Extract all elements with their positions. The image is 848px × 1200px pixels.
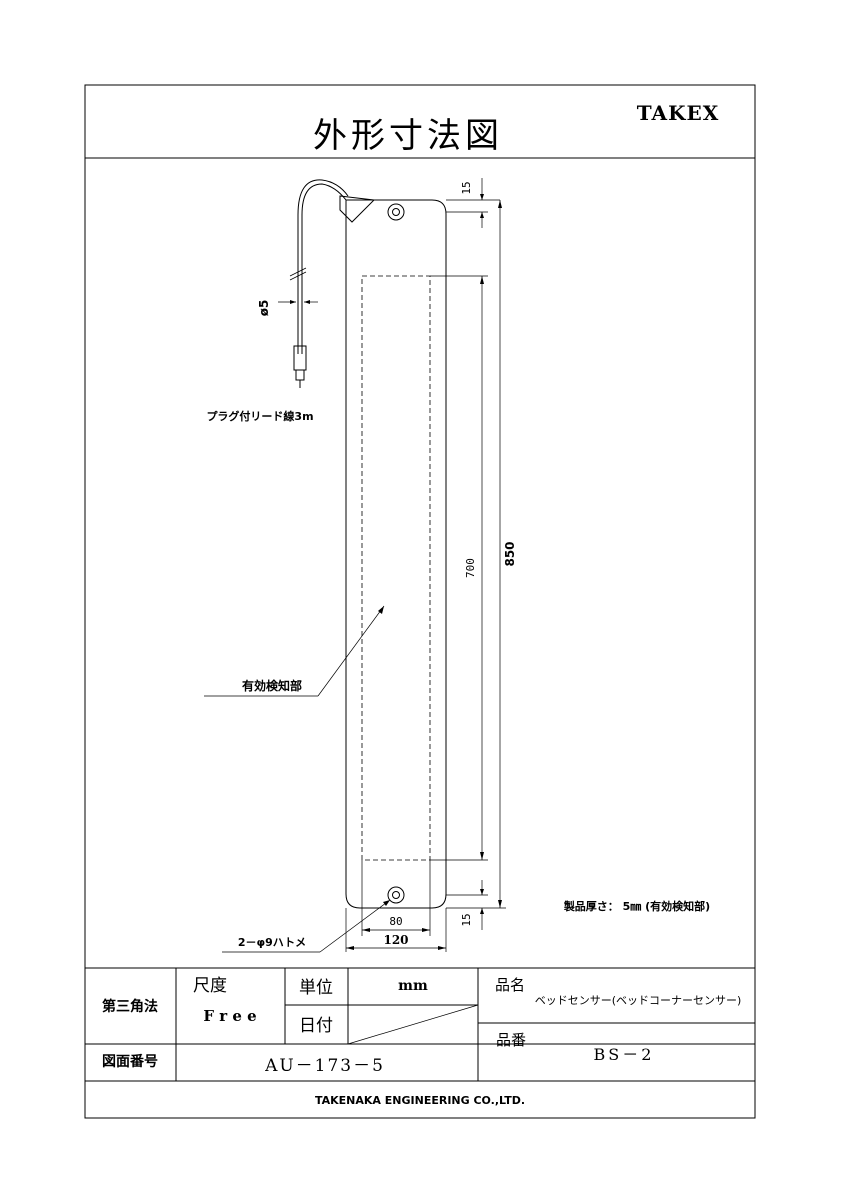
- cable-diameter-label: ø5: [257, 300, 271, 317]
- drawing-number-label: 図面番号: [102, 1053, 158, 1070]
- projection-label: 第三角法: [102, 998, 158, 1015]
- total-width-dimension: [345, 908, 447, 952]
- brand-logo: TAKEX: [637, 101, 719, 125]
- sensing-width-dimension: [361, 860, 431, 936]
- eyelet-label: 2－φ9ハトメ: [238, 936, 306, 949]
- sensor-mat-outline: [339, 195, 447, 909]
- drawing-number-value: AU－173－5: [264, 1056, 385, 1076]
- title-block: [85, 967, 755, 1082]
- plug-connector: [293, 345, 307, 388]
- total-width-value: 120: [383, 933, 408, 947]
- bottom-margin-value: 15: [460, 913, 473, 926]
- thickness-note: 製品厚さ： 5㎜ (有効検知部): [563, 899, 710, 913]
- sheet-frame: [84, 84, 756, 1119]
- sensing-length-value: 700: [464, 558, 477, 578]
- total-length-dimension: [446, 200, 506, 909]
- part-number-label: 品番: [496, 1031, 526, 1049]
- sensing-area-outline: [361, 275, 431, 861]
- unit-value: mm: [398, 978, 428, 994]
- cable-label: プラグ付リード線3m: [206, 409, 313, 423]
- sensing-width-value: 80: [389, 915, 402, 928]
- sensing-area-leader: [204, 605, 385, 697]
- bottom-eyelet: [387, 886, 405, 904]
- scale-label: 尺度: [193, 976, 227, 996]
- product-name-value: ベッドセンサー(ベッドコーナーセンサー): [535, 994, 742, 1007]
- scale-value: F r e e: [203, 1007, 256, 1025]
- top-margin-value: 15: [460, 181, 473, 194]
- cable: [289, 179, 349, 354]
- top-margin-dimension: [446, 178, 500, 228]
- cable-diameter-dimension: [278, 300, 318, 304]
- date-label: 日付: [299, 1016, 333, 1036]
- unit-label: 単位: [299, 978, 333, 998]
- bottom-margin-dimension: [446, 880, 488, 930]
- sensing-area-label: 有効検知部: [242, 678, 302, 693]
- part-number-value: BS－2: [594, 1045, 655, 1064]
- sheet-title: 外形寸法図: [313, 116, 503, 156]
- company-name: TAKENAKA ENGINEERING CO.,LTD.: [315, 1094, 525, 1107]
- total-length-value: 850: [503, 541, 517, 566]
- product-name-label: 品名: [495, 976, 525, 994]
- eyelet-leader: [222, 899, 391, 953]
- top-eyelet: [387, 203, 405, 221]
- sensing-length-dimension: [430, 275, 488, 861]
